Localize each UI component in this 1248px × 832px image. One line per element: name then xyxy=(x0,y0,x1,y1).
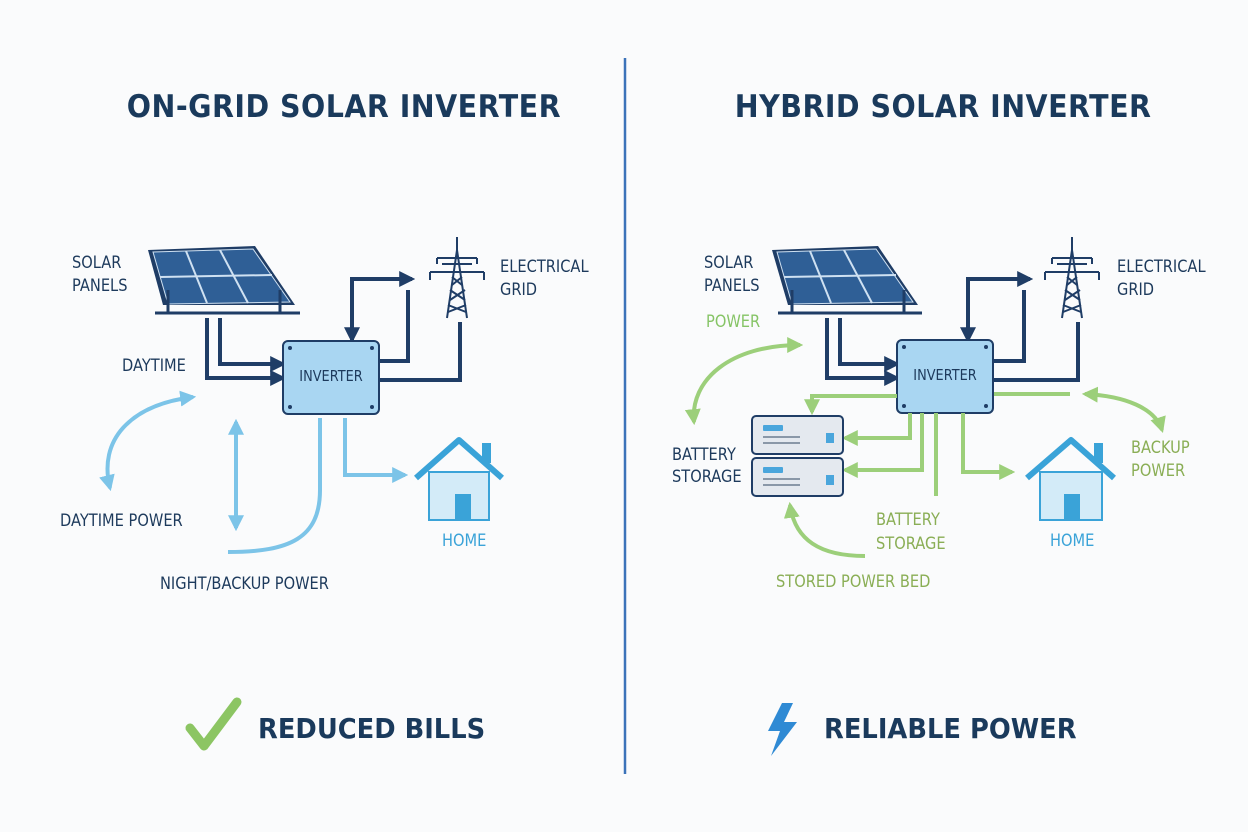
hybrid-grid-return-line xyxy=(994,322,1080,382)
hybrid-solar-panels-label-line2: PANELS xyxy=(704,276,760,296)
lightning-bolt-icon xyxy=(768,703,797,756)
hybrid-panel-to-inverter-line-1 xyxy=(825,318,901,386)
backup-power-label-line2: POWER xyxy=(1131,461,1186,481)
hybrid-electrical-grid-label-line1: ELECTRICAL xyxy=(1117,257,1206,277)
on-grid-title: ON-GRID SOLAR INVERTER xyxy=(126,89,561,125)
stored-power-curve xyxy=(783,501,866,558)
battery-unit-icon xyxy=(751,415,844,497)
battery-storage-label-line1: BATTERY xyxy=(672,445,736,465)
panel-to-inverter-line-1 xyxy=(205,318,287,386)
home-icon xyxy=(414,437,504,521)
center-battery-storage-label-line1: BATTERY xyxy=(876,510,940,530)
hybrid-inverter-label: INVERTER xyxy=(913,366,977,384)
electrical-grid-label-line2: GRID xyxy=(500,280,538,300)
inverter-box xyxy=(282,340,380,415)
power-label: POWER xyxy=(706,312,761,332)
reduced-bills-text: REDUCED BILLS xyxy=(258,712,486,745)
hybrid-title: HYBRID SOLAR INVERTER xyxy=(734,89,1152,125)
checkmark-icon xyxy=(185,697,242,751)
hybrid-solar-panels-label-line1: SOLAR xyxy=(704,253,754,273)
inverter-to-battery-line-low xyxy=(841,413,924,478)
inverter-to-battery-line-top xyxy=(804,394,897,416)
inverter-to-grid-line xyxy=(380,290,410,363)
hybrid-panel-to-inverter-line-2 xyxy=(838,318,901,372)
solar-panels-label-line1: SOLAR xyxy=(72,253,122,273)
inverter-box-hybrid xyxy=(896,339,994,414)
solar-panel-icon-hybrid xyxy=(772,246,922,315)
inverter-to-battery-line-mid xyxy=(841,413,912,446)
grid-to-inverter-line xyxy=(344,271,416,344)
home-label: HOME xyxy=(442,531,487,551)
inverter-night-curve xyxy=(227,418,322,554)
home-icon-hybrid xyxy=(1025,437,1116,521)
hybrid-electrical-grid-label-line2: GRID xyxy=(1117,280,1155,300)
inverter-to-home-line xyxy=(343,418,409,483)
center-battery-storage-label-line2: STORAGE xyxy=(876,534,946,554)
reliable-power-text: RELIABLE POWER xyxy=(824,712,1077,745)
hybrid-grid-to-inverter-line xyxy=(960,271,1034,344)
transmission-tower-icon xyxy=(429,237,485,319)
daytime-power-label: DAYTIME POWER xyxy=(60,511,183,531)
power-curve-arrow xyxy=(684,337,804,426)
inverter-label: INVERTER xyxy=(299,367,363,385)
hybrid-inverter-to-grid-line xyxy=(994,290,1026,363)
solar-panel-icon xyxy=(148,246,300,315)
stored-power-label: STORED POWER BED xyxy=(776,572,931,592)
backup-power-label-line1: BACKUP xyxy=(1131,438,1190,458)
panel-to-inverter-line-2 xyxy=(218,318,287,372)
daytime-power-arrow xyxy=(99,390,197,492)
solar-panels-label-line2: PANELS xyxy=(72,276,128,296)
grid-return-line xyxy=(380,322,462,382)
night-backup-power-label: NIGHT/BACKUP POWER xyxy=(160,574,329,594)
inverter-to-home-line-hybrid xyxy=(961,413,1016,480)
transmission-tower-icon-hybrid xyxy=(1044,237,1100,319)
electrical-grid-label-line1: ELECTRICAL xyxy=(500,257,589,277)
battery-storage-label-line2: STORAGE xyxy=(672,467,742,487)
daytime-label: DAYTIME xyxy=(122,356,186,376)
backup-power-curve xyxy=(1081,386,1166,434)
hybrid-home-label: HOME xyxy=(1050,531,1095,551)
